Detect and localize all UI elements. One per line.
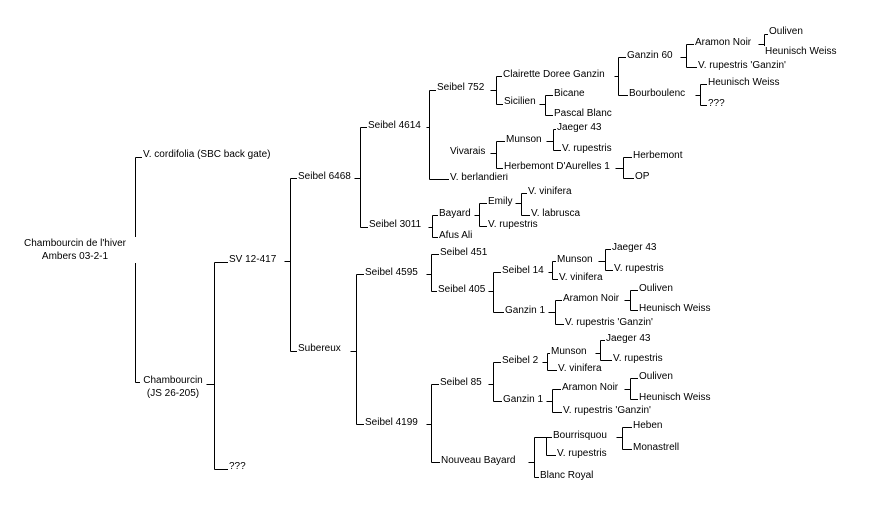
node-aramon-a: Aramon Noir (694, 37, 753, 49)
node-ganzin60: Ganzin 60 (626, 50, 674, 62)
node-jaeger-c: Jaeger 43 (605, 333, 652, 345)
node-rupestris-a: V. rupestris (561, 143, 613, 155)
node-seibel85: Seibel 85 (439, 377, 483, 389)
node-blanc-royal: Blanc Royal (539, 470, 595, 482)
root-code: Ambers 03-2-1 (41, 251, 109, 262)
node-rupestris-d: V. rupestris (612, 353, 664, 365)
node-heunisch-c: Heunisch Weiss (638, 303, 712, 315)
node-nouveau-bayard: Nouveau Bayard (440, 455, 517, 467)
node-jaeger-a: Jaeger 43 (556, 122, 603, 134)
node-bicane: Bicane (553, 88, 586, 100)
node-heunisch-b: Heunisch Weiss (707, 77, 781, 89)
node-afus: Afus Ali (438, 230, 474, 242)
node-seibel3011: Seibel 3011 (368, 219, 423, 231)
node-ouliven-b: Ouliven (638, 283, 674, 295)
node-subereux: Subereux (297, 343, 342, 355)
node-emily: Emily (487, 196, 514, 208)
node-seibel2: Seibel 2 (501, 355, 540, 367)
node-labrusca: V. labrusca (530, 208, 582, 220)
node-bayard: Bayard (438, 208, 472, 220)
node-rupestris-e: V. rupestris (556, 448, 608, 460)
node-chambourcin-name: Chambourcin (143, 375, 203, 386)
node-berlandieri: V. berlandieri (449, 172, 510, 184)
node-munson-c: Munson (550, 346, 588, 358)
node-sv12417: SV 12-417 (228, 254, 278, 266)
node-seibel752: Seibel 752 (436, 82, 486, 94)
node-heben: Heben (632, 420, 664, 432)
node-bourrisquou: Bourrisquou (552, 430, 608, 442)
node-unknown-b: ??? (707, 98, 726, 110)
node-heunisch-d: Heunisch Weiss (638, 392, 712, 404)
node-rupestris-b: V. rupestris (487, 219, 539, 231)
node-munson-a: Munson (505, 134, 543, 146)
node-monastrell: Monastrell (632, 442, 681, 454)
node-rupestris-ganzin-c: V. rupestris 'Ganzin' (562, 405, 652, 417)
node-seibel4614: Seibel 4614 (367, 120, 422, 132)
node-ouliven-a: Ouliven (768, 26, 804, 38)
node-chambourcin-code: (JS 26-205) (146, 388, 200, 399)
node-vinifera-a: V. vinifera (527, 186, 573, 198)
node-vinifera-c: V. vinifera (557, 363, 603, 375)
node-aramon-b: Aramon Noir (562, 293, 621, 305)
node-bourboulenc: Bourboulenc (628, 88, 687, 100)
root-name: Chambourcin de l'hiver (24, 238, 126, 249)
node-herbemont-aurelles: Herbemont D'Aurelles 1 (503, 161, 611, 173)
node-herbemont: Herbemont (632, 150, 684, 162)
root-node: Chambourcin de l'hiver Ambers 03-2-1 (14, 237, 136, 263)
node-chambourcin: Chambourcin (JS 26-205) (140, 374, 206, 400)
node-ganzin1-b: Ganzin 1 (502, 394, 545, 406)
node-rupestris-c: V. rupestris (613, 263, 665, 275)
node-vinifera-b: V. vinifera (558, 272, 604, 284)
node-seibel4199: Seibel 4199 (364, 417, 419, 429)
node-rupestris-ganzin-a: V. rupestris 'Ganzin' (697, 60, 787, 72)
node-seibel451: Seibel 451 (439, 247, 489, 259)
node-aramon-c: Aramon Noir (561, 382, 620, 394)
node-pascal: Pascal Blanc (553, 108, 613, 120)
node-sicilien: Sicilien (503, 96, 537, 108)
node-seibel405: Seibel 405 (437, 284, 487, 296)
node-vivarais: Vivarais (449, 146, 487, 158)
node-ganzin1-a: Ganzin 1 (504, 305, 547, 317)
node-cordifolia: V. cordifolia (SBC back gate) (142, 149, 272, 161)
node-clairette: Clairette Doree Ganzin (502, 69, 606, 81)
node-op: OP (634, 171, 651, 183)
node-rupestris-ganzin-b: V. rupestris 'Ganzin' (564, 317, 654, 329)
node-heunisch-a: Heunisch Weiss (764, 46, 838, 58)
node-jaeger-b: Jaeger 43 (611, 242, 658, 254)
node-seibel4595: Seibel 4595 (364, 267, 419, 279)
node-ouliven-c: Ouliven (638, 371, 674, 383)
node-seibel14: Seibel 14 (501, 265, 545, 277)
node-seibel6468: Seibel 6468 (297, 171, 352, 183)
node-munson-b: Munson (556, 254, 594, 266)
node-unknown-root: ??? (228, 461, 247, 473)
